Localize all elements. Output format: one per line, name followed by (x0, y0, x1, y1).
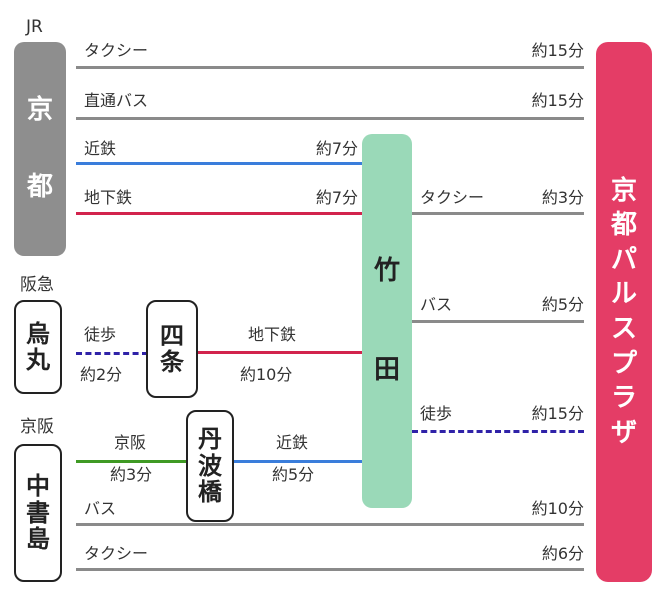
plaza-char-8: ザ (610, 417, 637, 448)
shijo-subway-mode: 地下鉄 (248, 325, 297, 344)
subway-time: 約7分 (315, 188, 358, 207)
kyoto-station-box: 京 都 (14, 42, 66, 256)
keihan-line-time: 約3分 (110, 465, 153, 484)
plaza-char-6: プ (610, 348, 637, 379)
shijo-station-box: 四 条 (146, 300, 198, 398)
keihan-line-mode: 京阪 (114, 433, 147, 452)
kyoto-station-char-2: 都 (26, 172, 53, 203)
subway-mode: 地下鉄 (84, 188, 133, 207)
karasuma-walk-mode: 徒歩 (84, 325, 117, 344)
takeda-station-box: 竹 田 (362, 134, 412, 508)
chushojima-taxi-time: 約6分 (541, 544, 584, 563)
takeda-bus-mode: バス (420, 295, 453, 314)
tanbabashi-char-3: 橋 (198, 478, 222, 507)
takeda-walk-time: 約15分 (531, 404, 584, 423)
direct-bus-mode: 直通バス (84, 91, 149, 110)
taxi-top-time: 約15分 (531, 41, 584, 60)
route-line-takeda-bus (412, 320, 584, 323)
route-line-shijo-subway (198, 351, 362, 354)
takeda-char-1: 竹 (373, 256, 400, 287)
plaza-char-7: ラ (610, 383, 637, 414)
tanbabashi-char-1: 丹 (198, 425, 222, 454)
takeda-taxi-time: 約3分 (541, 188, 584, 207)
plaza-char-3: パ (610, 244, 637, 275)
chushojima-taxi-mode: タクシー (84, 544, 149, 563)
takeda-char-2: 田 (373, 355, 400, 385)
takeda-walk-mode: 徒歩 (420, 404, 453, 423)
route-line-takeda-walk (412, 430, 584, 433)
karasuma-char-2: 丸 (26, 346, 50, 374)
kintetsu-time: 約7分 (315, 139, 358, 158)
tanbabashi-station-box: 丹 波 橋 (186, 410, 234, 522)
chushojima-station-box: 中 書 島 (14, 444, 62, 582)
route-line-tanbabashi-kintetsu (234, 460, 362, 463)
kyoto-station-char-1: 京 (26, 95, 53, 126)
direct-bus-time: 約15分 (531, 91, 584, 110)
shijo-subway-time: 約10分 (240, 365, 293, 384)
chushojima-char-1: 中 (26, 472, 50, 501)
karasuma-walk-time: 約2分 (80, 365, 123, 384)
karasuma-char-1: 烏 (26, 319, 50, 348)
chushojima-char-2: 書 (26, 498, 50, 527)
takeda-bus-time: 約5分 (541, 295, 584, 314)
route-line-karasuma-walk (76, 352, 148, 355)
keihan-title: 京阪 (20, 417, 54, 437)
shijo-char-2: 条 (160, 348, 184, 376)
kintetsu-mode: 近鉄 (84, 139, 117, 158)
tanbabashi-kintetsu-time: 約5分 (272, 465, 315, 484)
taxi-top-mode: タクシー (84, 41, 149, 60)
chushojima-bus-mode: バス (84, 499, 117, 518)
plaza-char-4: ル (610, 279, 637, 310)
route-line-chushojima-bus (76, 523, 584, 526)
tanbabashi-char-2: 波 (198, 451, 222, 480)
route-line-keihan (76, 460, 186, 463)
takeda-taxi-mode: タクシー (420, 188, 485, 207)
plaza-char-5: ス (610, 314, 637, 344)
shijo-char-1: 四 (160, 321, 184, 350)
tanbabashi-kintetsu-mode: 近鉄 (276, 433, 309, 452)
route-line-takeda-taxi (412, 212, 584, 215)
route-line-kintetsu (76, 162, 362, 165)
hankyu-title: 阪急 (20, 275, 54, 295)
route-line-subway (76, 212, 362, 215)
plaza-char-2: 都 (610, 210, 637, 241)
chushojima-bus-time: 約10分 (531, 499, 584, 518)
chushojima-char-3: 島 (26, 525, 50, 554)
karasuma-station-box: 烏 丸 (14, 300, 62, 394)
pulse-plaza-box: 京 都 パ ル ス プ ラ ザ (596, 42, 652, 582)
plaza-char-1: 京 (610, 175, 637, 206)
jr-title: JR (26, 17, 43, 37)
route-line-chushojima-taxi (76, 568, 584, 571)
route-line-direct-bus (76, 117, 584, 120)
route-line-taxi-top (76, 66, 584, 69)
